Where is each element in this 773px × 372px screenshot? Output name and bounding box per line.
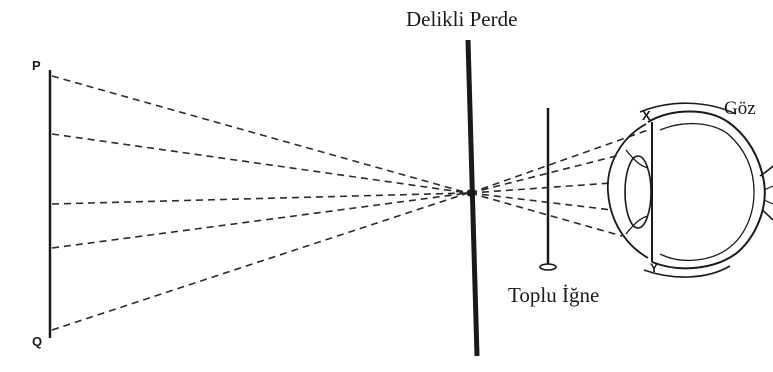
pinhole bbox=[466, 189, 474, 197]
ray-4 bbox=[51, 192, 469, 249]
lower-eyelid bbox=[643, 265, 731, 278]
lens bbox=[624, 155, 652, 229]
sclera-inner bbox=[659, 122, 755, 262]
point-x-label: X bbox=[642, 108, 651, 123]
eyeball-outline bbox=[647, 110, 766, 270]
ray-8 bbox=[469, 182, 613, 194]
pin bbox=[539, 108, 557, 271]
optic-nerve-mid1 bbox=[763, 185, 773, 191]
iris-upper bbox=[625, 149, 649, 169]
point-y-label: Y bbox=[650, 261, 658, 275]
ray-9 bbox=[469, 192, 613, 211]
optic-nerve-mid2 bbox=[763, 199, 773, 205]
point-q-label: Q bbox=[32, 334, 42, 349]
pin-head bbox=[539, 263, 557, 271]
iris-lower bbox=[625, 215, 649, 235]
point-p-label: P bbox=[32, 58, 41, 73]
pin-label: Toplu İğne bbox=[508, 283, 599, 307]
eye-rays bbox=[469, 129, 649, 237]
upper-eyelid bbox=[639, 102, 737, 115]
cornea bbox=[606, 123, 649, 259]
object-rays bbox=[51, 75, 469, 331]
ray-7 bbox=[469, 154, 621, 194]
optic-nerve-top bbox=[759, 165, 773, 177]
eye-label: Göz bbox=[724, 98, 756, 119]
ray-5 bbox=[51, 192, 469, 331]
pinhole-screen bbox=[465, 39, 480, 357]
optic-nerve-bottom bbox=[761, 209, 773, 221]
ray-2 bbox=[51, 133, 469, 194]
eye-drawing bbox=[606, 102, 773, 278]
ray-3 bbox=[51, 192, 469, 205]
ray-6 bbox=[469, 129, 649, 194]
ray-1 bbox=[51, 75, 469, 194]
ray-10 bbox=[469, 192, 623, 237]
screen-title-label: Delikli Perde bbox=[406, 7, 517, 31]
